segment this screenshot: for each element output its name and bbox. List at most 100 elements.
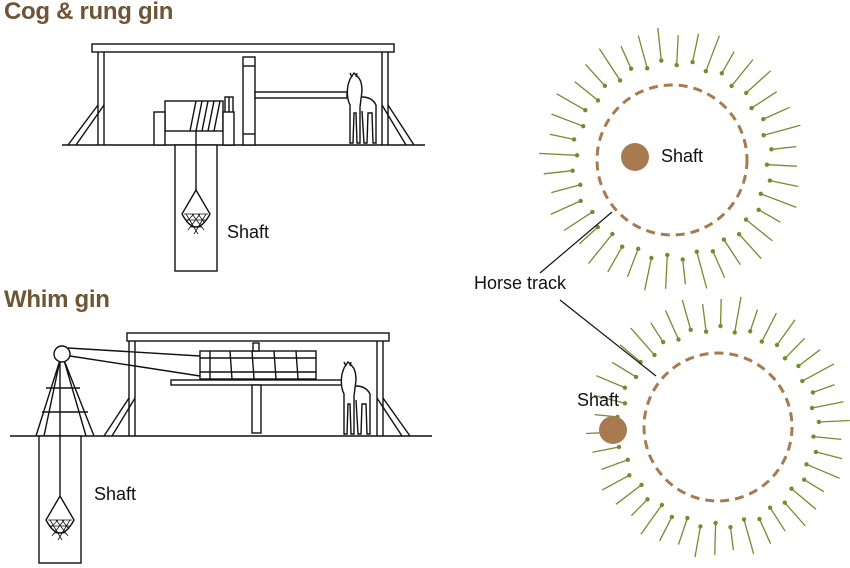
- plan-top: [539, 27, 801, 291]
- whim-elevation: [10, 332, 432, 564]
- grass-spike: [681, 299, 692, 330]
- kibble-bucket-icon: [45, 494, 75, 541]
- grass-spike-tip: [749, 105, 754, 111]
- grass-spike-tip: [574, 153, 580, 158]
- grass-spike-tip: [782, 356, 788, 361]
- grass-spike-tip: [625, 457, 630, 462]
- shaft-label: Shaft: [661, 146, 704, 166]
- grass-spike-tip: [758, 191, 763, 196]
- plan-bottom: [586, 296, 850, 558]
- grass-spike: [729, 527, 735, 551]
- grass-spike: [664, 310, 680, 340]
- grass-spike-tip: [583, 108, 588, 113]
- grass-spike: [758, 209, 781, 223]
- grass-spike: [657, 27, 662, 61]
- grass-spike-tip: [602, 83, 608, 89]
- roof: [91, 43, 395, 53]
- grass-spike-tip: [659, 502, 665, 508]
- grass-spike-tip: [694, 249, 699, 254]
- grass-spike: [784, 337, 806, 359]
- horse-icon: [340, 360, 371, 435]
- grass-spike-tip: [617, 78, 623, 83]
- grass-spike-tip: [767, 178, 773, 183]
- horse-track-label: Horse track: [474, 273, 567, 293]
- shaft-label: Shaft: [577, 390, 620, 410]
- grass-spike: [811, 401, 844, 409]
- vertical-axle: [251, 384, 262, 434]
- grass-spike: [556, 93, 586, 111]
- grass-spike: [694, 526, 702, 558]
- grass-spike-tip: [645, 497, 650, 502]
- grass-spike-tip: [703, 329, 709, 334]
- shaft-label: Shaft: [94, 484, 137, 504]
- grass-spike: [815, 451, 843, 460]
- winding-drum-icon: [153, 100, 235, 146]
- grass-spike-tip: [719, 71, 724, 76]
- grass-spike-tip: [728, 525, 733, 530]
- brace: [67, 104, 99, 146]
- grass-spike: [803, 479, 825, 493]
- grass-spike-tip: [674, 62, 679, 68]
- grass-spike: [630, 498, 648, 517]
- grass-spike: [812, 383, 835, 394]
- grass-spike: [763, 106, 790, 120]
- grass-spike-tip: [622, 401, 628, 406]
- grass-spike: [806, 463, 840, 479]
- grass-spike: [745, 70, 772, 94]
- grass-spike-tip: [718, 323, 723, 329]
- grass-spike: [734, 296, 742, 333]
- grass-spike: [723, 239, 741, 266]
- grass-spike-tip: [757, 516, 762, 522]
- grass-spike: [705, 35, 721, 72]
- grass-spike-tip: [659, 58, 664, 63]
- grass-spike-tip: [736, 232, 742, 237]
- grass-spike: [539, 152, 578, 156]
- grass-spike: [543, 170, 573, 175]
- grass-spike: [592, 446, 620, 453]
- grass-spike-tip: [690, 59, 695, 65]
- grass-spike-tip: [578, 198, 583, 204]
- grass-spike: [626, 248, 639, 278]
- shaft-dot: [621, 143, 649, 171]
- grass-spike: [771, 145, 797, 150]
- grass-spike-tip: [627, 473, 632, 478]
- grass-spike-tip: [761, 133, 766, 138]
- grass-spike-tip: [590, 209, 595, 215]
- grass-spike: [766, 164, 797, 167]
- grass-spike-tip: [710, 249, 716, 254]
- grass-spike-tip: [816, 419, 822, 425]
- grass-spike-tip: [633, 374, 639, 380]
- grass-spike: [593, 394, 626, 404]
- grass-spike: [721, 51, 735, 74]
- grass-spike-tip: [800, 378, 805, 384]
- grass-spike: [596, 375, 626, 389]
- grass-spike: [738, 233, 762, 260]
- headframe: [35, 345, 95, 437]
- grass-spike-tip: [578, 182, 583, 187]
- grass-spike: [550, 200, 581, 215]
- horse-track-ring: [642, 351, 794, 503]
- grass-spike-tip: [571, 137, 577, 142]
- grass-spike-tip: [680, 257, 685, 262]
- horse-arm: [254, 91, 348, 99]
- grass-spike-tip: [652, 352, 657, 358]
- grass-spike: [818, 419, 850, 423]
- grass-spike: [791, 488, 817, 510]
- grass-spike-tip: [649, 255, 654, 261]
- grass-spike: [758, 518, 772, 544]
- grass-spike-tip: [811, 434, 816, 439]
- vertical-axle: [242, 56, 256, 146]
- leader-line: [539, 211, 613, 274]
- grass-spike-tip: [804, 462, 809, 467]
- horse-arm: [170, 379, 352, 386]
- grass-spike-tip: [809, 405, 815, 411]
- grass-spike-tip: [639, 482, 644, 488]
- grass-spike: [598, 48, 621, 81]
- grass-spike-tip: [581, 124, 586, 129]
- grass-spike: [691, 33, 700, 63]
- grass-spike-tip: [721, 237, 727, 242]
- rope: [67, 347, 201, 357]
- grass-spike: [574, 81, 599, 101]
- grass-spike: [731, 59, 754, 87]
